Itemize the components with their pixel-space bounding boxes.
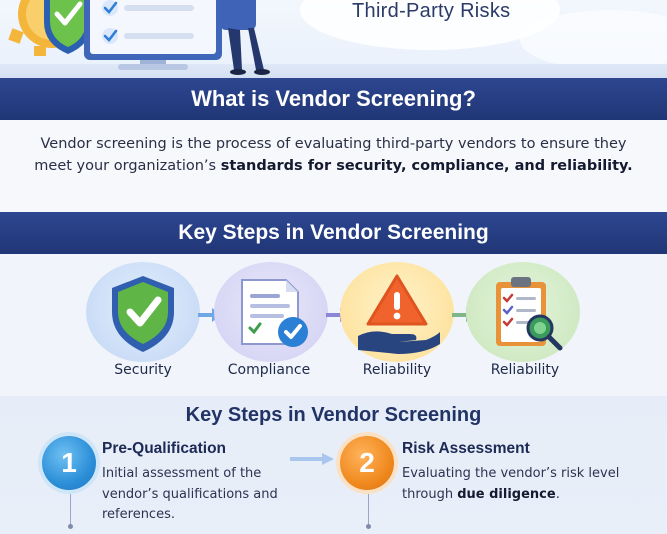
step-description-end: . — [555, 486, 560, 502]
step-description-bold: due diligence — [457, 486, 556, 502]
person-figure — [220, 0, 270, 75]
timeline-dot — [68, 524, 73, 529]
background-cloud — [520, 10, 667, 70]
warning-hand-icon — [358, 274, 440, 354]
key-steps-icon-row: Security Compliance Reliability — [0, 254, 667, 396]
document-check-icon — [241, 279, 308, 347]
step-label-reliability-2: Reliability — [490, 362, 560, 378]
steps-detail-title: Key Steps in Vendor Screening — [185, 404, 482, 426]
step-reliability-warning-circle — [340, 262, 454, 362]
step-label-reliability: Reliability — [362, 362, 432, 378]
hero-banner: Third-Party Risks — [0, 0, 667, 78]
intro-paragraph: Vendor screening is the process of evalu… — [30, 133, 637, 177]
intro-section: Vendor screening is the process of evalu… — [0, 120, 667, 212]
clipboard-search-icon — [496, 277, 563, 351]
step-heading-risk-assessment: Risk Assessment — [402, 440, 530, 457]
step-security-circle — [86, 262, 200, 362]
section-title-key-steps: Key Steps in Vendor Screening — [0, 212, 667, 254]
step-compliance-circle — [214, 262, 328, 362]
step-description-risk-assessment: Evaluating the vendor’s risk level throu… — [402, 464, 652, 505]
step-number-badge-1: 1 — [42, 436, 96, 490]
hero-tagline: Third-Party Risks — [352, 0, 511, 22]
hero-illustration — [8, 0, 270, 75]
shield-check-icon — [112, 276, 174, 352]
step-description-text: Initial assessment of the vendor’s quali… — [102, 466, 278, 522]
timeline-dot — [366, 524, 371, 529]
timeline-line — [70, 494, 71, 524]
step-number-badge-2: 2 — [340, 436, 394, 490]
step-label-compliance: Compliance — [227, 362, 311, 378]
shield-check-icon — [44, 0, 92, 54]
intro-text-bold: standards for security, compliance, and … — [220, 158, 633, 174]
step-label-security: Security — [114, 362, 172, 378]
step-description-pre-qualification: Initial assessment of the vendor’s quali… — [102, 464, 302, 526]
step-heading-pre-qualification: Pre-Qualification — [102, 440, 227, 457]
arrow-right-icon — [290, 453, 334, 465]
timeline-line — [368, 494, 369, 524]
section-title-what-is: What is Vendor Screening? — [0, 78, 667, 120]
steps-detail-section: Key Steps in Vendor Screening 1 Pre-Qual… — [0, 396, 667, 534]
intro-text: Vendor screening is the process of evalu… — [34, 136, 627, 174]
monitor-checklist-icon — [84, 0, 222, 70]
step-reliability-clipboard-circle — [466, 262, 580, 362]
step-description-text: Evaluating the vendor’s risk level throu… — [402, 466, 620, 502]
